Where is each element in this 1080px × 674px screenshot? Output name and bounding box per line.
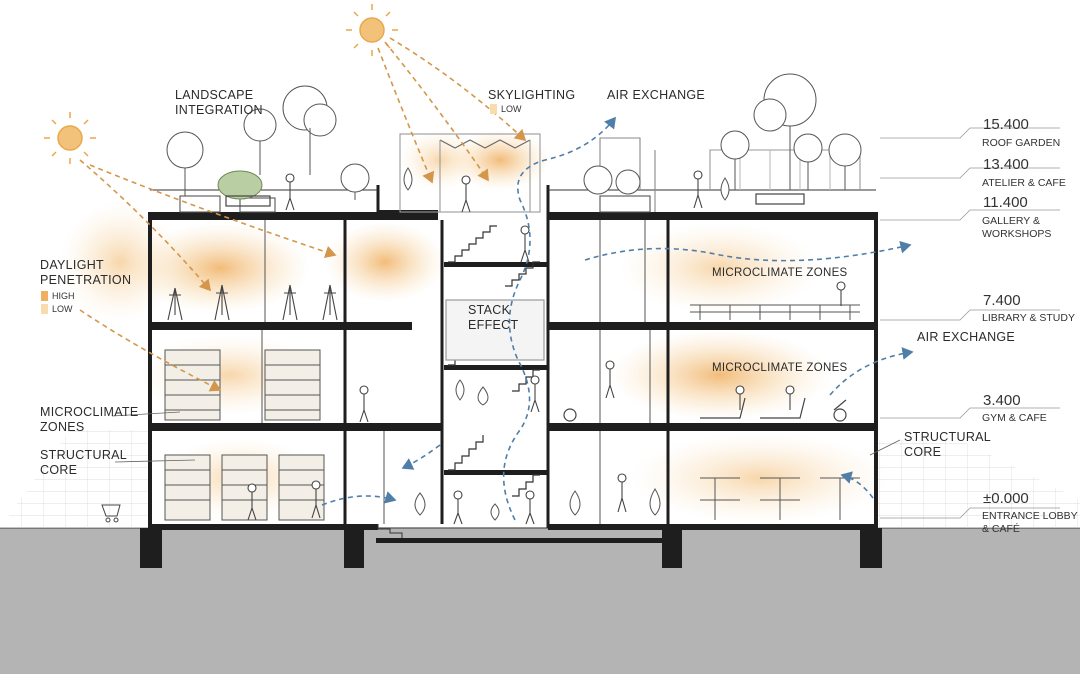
- partitions: [261, 220, 651, 524]
- structural-core-right-label: STRUCTURAL CORE: [904, 430, 992, 459]
- level-name-gallery: GALLERY & WORKSHOPS: [982, 215, 1052, 240]
- foundations: [140, 528, 882, 568]
- landscape-integration-label: LANDSCAPE INTEGRATION: [175, 88, 263, 117]
- level-value-gallery: 11.400: [983, 194, 1028, 211]
- low-swatch: [41, 304, 48, 314]
- low-swatch: [490, 104, 497, 114]
- daylight-legend-low: LOW: [41, 304, 73, 314]
- level-name-atelier: ATELIER & CAFE: [982, 177, 1066, 189]
- skylighting-label: SKYLIGHTING: [488, 88, 576, 102]
- structural-core-left-label: STRUCTURAL CORE: [40, 448, 128, 477]
- level-name-gym: GYM & CAFE: [982, 412, 1047, 424]
- bench-icon: [225, 193, 805, 207]
- outdoor-paving-right: [878, 440, 1080, 528]
- level-value-entrance: ±0.000: [983, 490, 1029, 507]
- microclimate-zones-mid-label: MICROCLIMATE ZONES: [712, 362, 848, 374]
- air-exchange-right-label: AIR EXCHANGE: [917, 330, 1016, 344]
- stack-effect-label: STACK EFFECT: [468, 303, 519, 332]
- level-name-library: LIBRARY & STUDY: [982, 312, 1075, 324]
- microclimate-zones-upper-label: MICROCLIMATE ZONES: [712, 267, 848, 279]
- level-value-roof: 15.400: [983, 116, 1029, 133]
- ground: [0, 528, 1080, 674]
- air-flow: [321, 116, 914, 521]
- stair-core: [445, 225, 545, 497]
- cart-icon: [101, 504, 121, 523]
- level-name-entrance: ENTRANCE LOBBY & CAFÉ: [982, 510, 1078, 535]
- level-value-atelier: 13.400: [983, 156, 1029, 173]
- daylight-legend-high: HIGH: [41, 291, 75, 301]
- furniture: [690, 304, 860, 520]
- person-icon: [247, 170, 846, 525]
- easel-icon: [167, 284, 338, 321]
- green-planter: [217, 170, 263, 200]
- sun-icon: [44, 4, 398, 164]
- daylight-penetration-label: DAYLIGHT PENETRATION: [40, 258, 132, 287]
- entrance-steps: [377, 524, 403, 538]
- level-value-gym: 3.400: [983, 392, 1021, 409]
- columns: [343, 185, 670, 528]
- building-shell: [148, 214, 878, 528]
- skylighting-low-label: LOW: [501, 104, 522, 114]
- air-exchange-top-label: AIR EXCHANGE: [607, 88, 706, 102]
- outdoor-paving-left: [0, 430, 150, 528]
- skylighting-legend: LOW: [490, 104, 522, 114]
- microclimate-zones-left-label: MICROCLIMATE ZONES: [40, 405, 139, 434]
- legend-high-label: HIGH: [52, 291, 75, 301]
- floor-slabs: [148, 210, 878, 543]
- level-lines: [880, 127, 1060, 519]
- leader-lines: [111, 411, 901, 463]
- plant-icon: [403, 167, 730, 521]
- high-swatch: [41, 291, 48, 301]
- legend-low-label: LOW: [52, 304, 73, 314]
- level-name-roof: ROOF GARDEN: [982, 137, 1061, 149]
- level-value-library: 7.400: [983, 292, 1021, 309]
- sun-rays: [79, 37, 527, 392]
- bookshelf-icon: [164, 349, 325, 521]
- tree-icon: [166, 73, 862, 200]
- treadmill-icon: [563, 397, 847, 422]
